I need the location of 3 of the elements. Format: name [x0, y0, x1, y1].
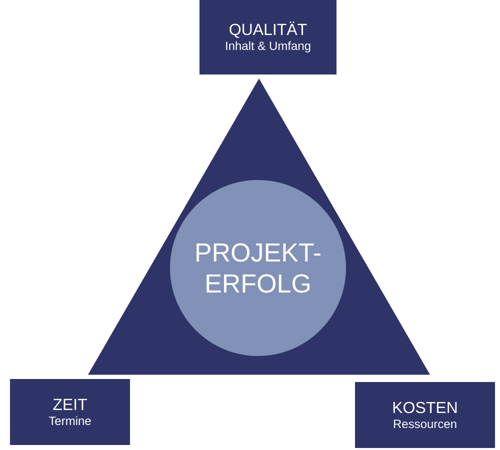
label-box: KOSTEN Ressourcen [355, 382, 495, 448]
label-box: ZEIT Termine [10, 379, 130, 445]
label-box: QUALITÄT Inhalt & Umfang [200, 0, 336, 74]
